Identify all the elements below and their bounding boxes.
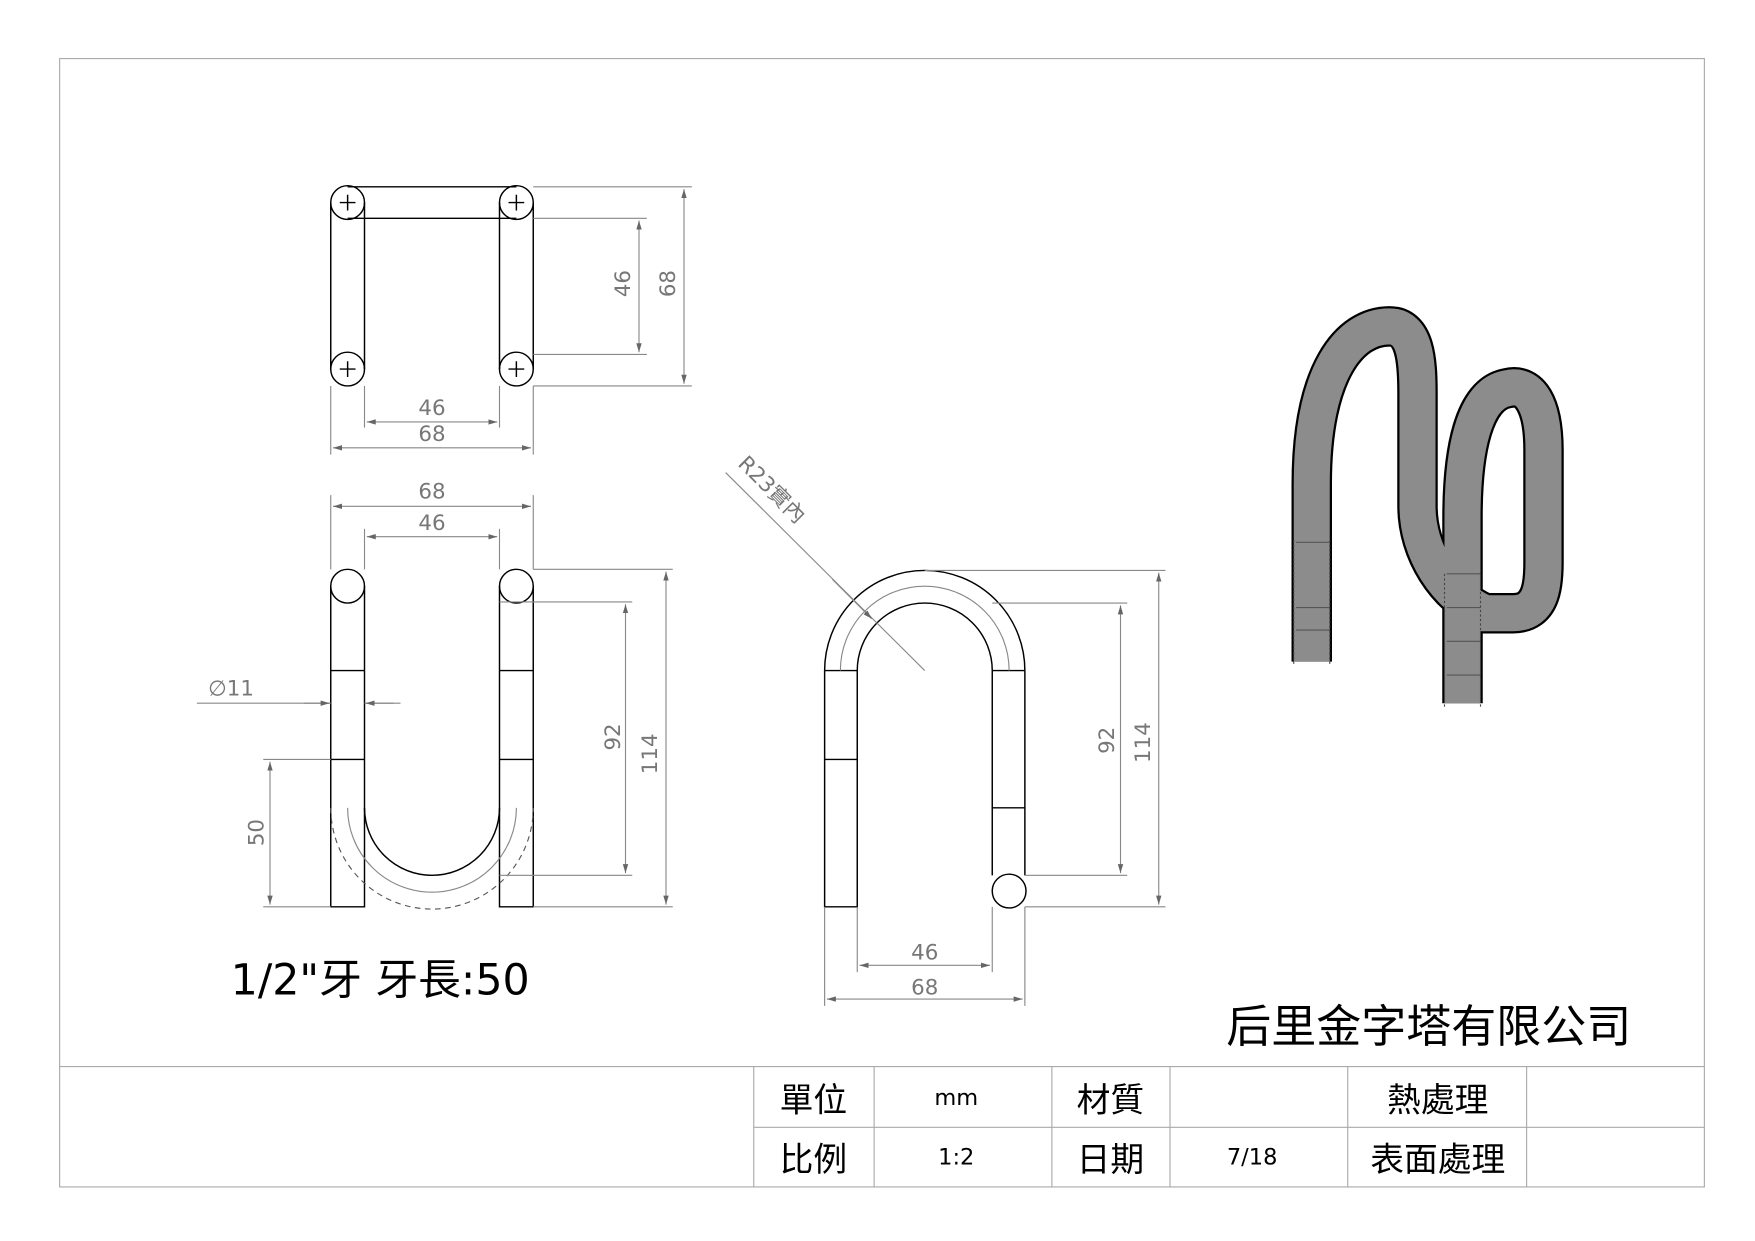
dim-side-68: 68 [911, 976, 938, 1001]
unit-value: mm [934, 1085, 978, 1111]
dim-side-46: 46 [911, 941, 938, 966]
dim-front-114: 114 [638, 733, 663, 774]
dim-diameter-11: ∅11 [208, 676, 254, 701]
date-label: 日期 [1077, 1140, 1145, 1179]
dim-side-92: 92 [1095, 727, 1120, 754]
thread-note: 1/2"牙 牙長:50 [231, 956, 530, 1006]
dim-front-92: 92 [601, 723, 626, 750]
top-view: 46 68 46 68 [330, 184, 692, 455]
radius-callout: R23實內 [733, 451, 811, 529]
dim-front-46: 46 [418, 511, 445, 536]
scale-label: 比例 [780, 1140, 848, 1179]
title-block: 單位 mm 材質 熱處理 比例 1:2 日期 7/18 表面處理 [59, 1066, 1705, 1187]
dim-top-68-h: 68 [418, 422, 445, 447]
dim-side-114: 114 [1131, 722, 1156, 763]
isometric-part-view [1291, 306, 1564, 707]
scale-value: 1:2 [938, 1144, 974, 1170]
sheet-border [59, 58, 1705, 1188]
front-view: 68 46 ∅11 50 92 114 [196, 479, 673, 910]
heat-treatment-label: 熱處理 [1387, 1081, 1488, 1120]
date-value: 7/18 [1227, 1144, 1278, 1170]
dim-top-46-v: 46 [611, 270, 636, 297]
dim-top-46-h: 46 [418, 396, 445, 421]
surface-treatment-label: 表面處理 [1370, 1140, 1505, 1179]
dim-top-68-v: 68 [656, 270, 681, 297]
side-view: R23實內 92 114 46 68 [725, 451, 1166, 1006]
dim-thread-50: 50 [244, 819, 269, 846]
dim-front-68: 68 [418, 479, 445, 504]
unit-label: 單位 [780, 1081, 848, 1120]
company-name: 后里金字塔有限公司 [1226, 1000, 1631, 1053]
material-label: 材質 [1077, 1081, 1145, 1120]
